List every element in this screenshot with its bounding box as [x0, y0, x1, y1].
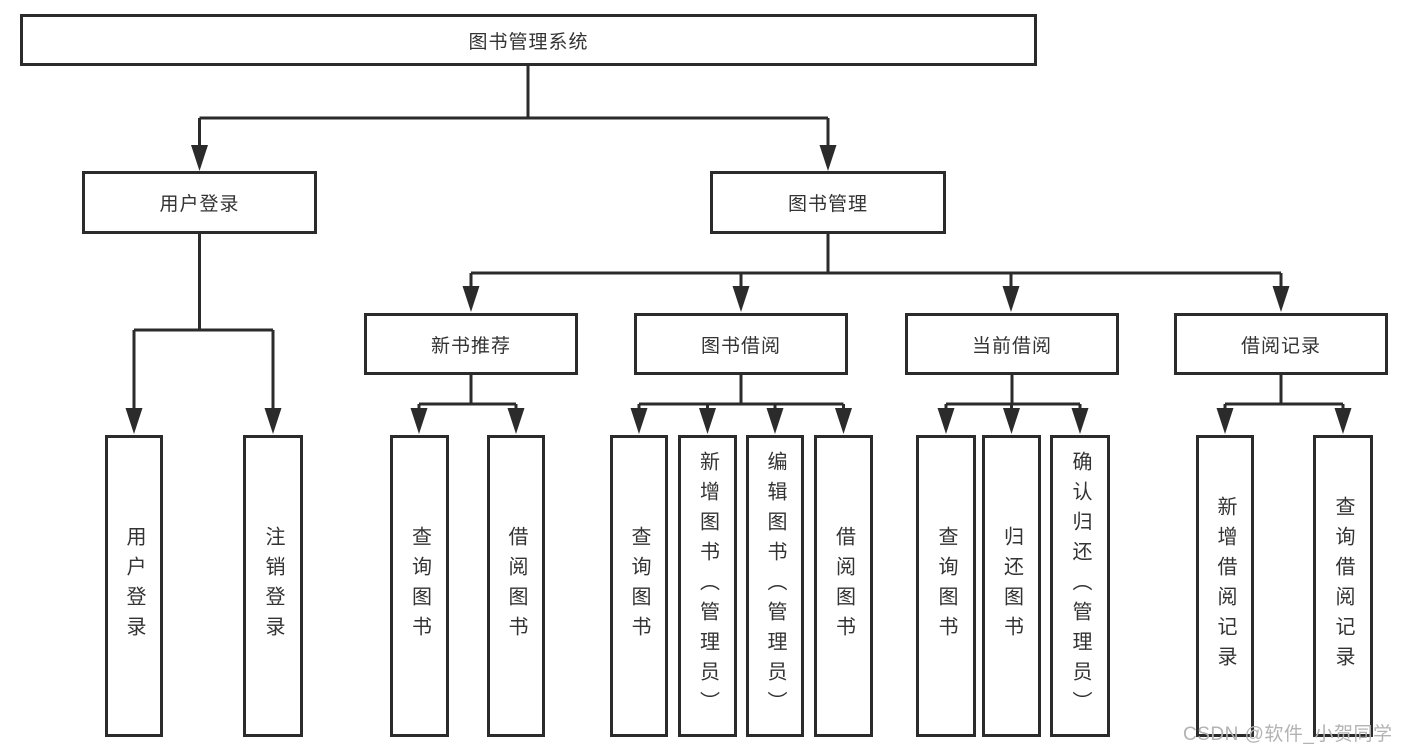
- node-book-borrowing: 图书借阅: [634, 313, 848, 375]
- node-book-management: 图书管理: [710, 171, 946, 234]
- leaf-add-book-admin-label: 新增图书（管理员）: [696, 451, 719, 721]
- arrowheads: [125, 145, 1352, 434]
- leaf-query-borrow-record: 查询借阅记录: [1313, 435, 1373, 737]
- node-current-borrowing-label: 当前借阅: [971, 335, 1052, 357]
- leaf-query-books-1-label: 查询图书: [408, 526, 431, 646]
- leaf-borrow-books-2: 借阅图书: [814, 435, 873, 737]
- leaf-add-book-admin: 新增图书（管理员）: [678, 435, 737, 737]
- leaf-logout: 注销登录: [243, 435, 303, 737]
- leaf-query-books-2: 查询图书: [610, 435, 668, 737]
- leaf-query-books-3-label: 查询图书: [935, 526, 957, 646]
- leaf-borrow-books-2-label: 借阅图书: [832, 526, 855, 646]
- leaf-borrow-books-1: 借阅图书: [487, 435, 545, 737]
- leaf-user-login: 用户登录: [105, 435, 163, 737]
- leaf-add-borrow-record: 新增借阅记录: [1196, 435, 1254, 737]
- node-user-login: 用户登录: [82, 171, 317, 234]
- node-new-book-recommend: 新书推荐: [364, 313, 578, 375]
- node-new-book-recommend-label: 新书推荐: [430, 335, 511, 357]
- leaf-add-borrow-record-label: 新增借阅记录: [1214, 496, 1236, 676]
- leaf-logout-label: 注销登录: [262, 526, 284, 646]
- leaf-edit-book-admin-label: 编辑图书（管理员）: [764, 451, 786, 721]
- leaf-query-books-3: 查询图书: [916, 435, 976, 737]
- leaf-query-books-2-label: 查询图书: [628, 526, 650, 646]
- node-borrowing-records-label: 借阅记录: [1240, 335, 1321, 357]
- leaf-return-book-label: 归还图书: [1000, 526, 1023, 646]
- node-root-label: 图书管理系统: [468, 31, 589, 53]
- leaf-return-book: 归还图书: [982, 435, 1041, 737]
- node-book-management-label: 图书管理: [787, 194, 868, 215]
- leaf-user-login-label: 用户登录: [123, 526, 145, 646]
- node-user-login-label: 用户登录: [159, 194, 240, 215]
- leaf-confirm-return-admin: 确认归还（管理员）: [1050, 435, 1110, 737]
- csdn-watermark: CSDN @软件_小贺同学: [1183, 724, 1393, 745]
- node-current-borrowing: 当前借阅: [905, 313, 1119, 375]
- node-borrowing-records: 借阅记录: [1174, 313, 1388, 375]
- leaf-confirm-return-admin-label: 确认归还（管理员）: [1069, 451, 1091, 721]
- leaf-edit-book-admin: 编辑图书（管理员）: [746, 435, 804, 737]
- node-book-borrowing-label: 图书借阅: [700, 335, 781, 357]
- leaf-query-books-1: 查询图书: [390, 435, 449, 737]
- leaf-borrow-books-1-label: 借阅图书: [505, 526, 527, 646]
- leaf-query-borrow-record-label: 查询借阅记录: [1332, 496, 1354, 676]
- connector-path: [132, 66, 1345, 410]
- node-root-system: 图书管理系统: [20, 14, 1037, 66]
